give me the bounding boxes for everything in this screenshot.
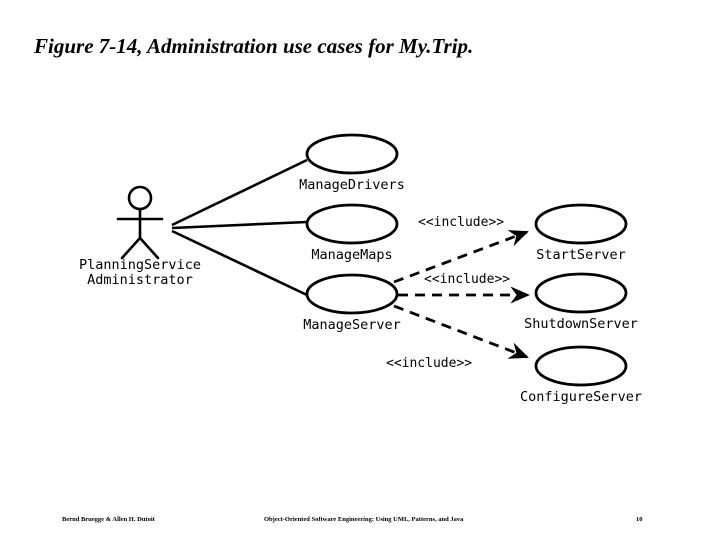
stereotype-label-include-configure-server: <<include>> — [386, 356, 473, 371]
footer-page-number: 10 — [636, 516, 643, 523]
footer-author: Bernd Bruegge & Allen H. Dutoit — [62, 516, 155, 523]
use-case-manage-drivers[interactable] — [305, 133, 399, 175]
assoc-admin-manage-server — [171, 229, 308, 297]
page-title: Figure 7-14, Administration use cases fo… — [34, 34, 474, 58]
use-case-start-server[interactable] — [534, 203, 628, 245]
use-case-label-configure-server: ConfigureServer — [520, 389, 642, 405]
actor-label-line2: Administrator — [87, 272, 193, 288]
use-case-ellipses — [305, 133, 628, 387]
assoc-admin-manage-maps — [171, 220, 308, 230]
diagram-vector-layer — [116, 133, 628, 387]
use-case-label-manage-drivers: ManageDrivers — [299, 177, 405, 193]
include-dependency-arrows — [393, 230, 530, 359]
actor-planning-service-administrator[interactable] — [116, 185, 164, 260]
use-case-label-manage-maps: ManageMaps — [311, 247, 393, 263]
use-case-label-start-server: StartServer — [536, 247, 626, 263]
include-arrow-start-server — [393, 230, 529, 284]
footer-book-title: Object-Oriented Software Engineering: Us… — [264, 516, 464, 523]
use-case-label-shutdown-server: ShutdownServer — [524, 316, 638, 332]
actor-label-line1: PlanningService — [79, 257, 201, 273]
stereotype-label-include-start-server: <<include>> — [418, 215, 505, 230]
association-lines — [171, 158, 308, 297]
slide-footer: Bernd Bruegge & Allen H. Dutoit Object-O… — [0, 512, 720, 532]
include-arrow-configure-server — [393, 304, 529, 359]
use-case-shutdown-server[interactable] — [534, 272, 628, 314]
use-case-manage-server[interactable] — [305, 273, 399, 315]
use-case-manage-maps[interactable] — [305, 203, 399, 245]
actor-label-planning-service-administrator: PlanningService Administrator — [60, 258, 220, 288]
use-case-configure-server[interactable] — [534, 345, 628, 387]
stereotype-label-include-shutdown-server: <<include>> — [424, 272, 511, 287]
use-case-label-manage-server: ManageServer — [303, 317, 401, 333]
assoc-admin-manage-drivers — [171, 158, 308, 227]
use-case-diagram: PlanningService Administrator ManageDriv… — [60, 133, 642, 405]
